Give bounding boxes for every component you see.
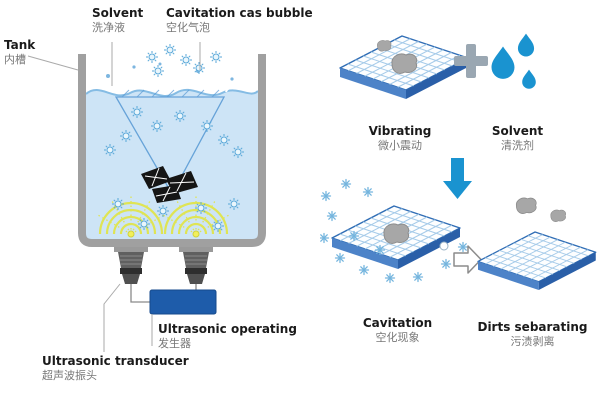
cavitation-label-zh: 空化现象 xyxy=(375,331,420,344)
down-arrow-icon xyxy=(443,158,472,199)
right-arrow-icon xyxy=(453,245,482,274)
solvent-drops-label-en: Solvent xyxy=(491,124,544,138)
parts xyxy=(141,166,198,203)
tank-label-zh: 内槽 xyxy=(4,53,26,66)
leader-line-transducer xyxy=(103,283,121,352)
ultrasonic-operating-label-en: Ultrasonic operating xyxy=(158,322,297,336)
ultrasonic-operating-label: Ultrasonic operating 发生器 xyxy=(158,322,297,351)
ultrasonic-transducer-label-en: Ultrasonic transducer xyxy=(42,354,189,368)
dirt-blob-on-plate xyxy=(383,223,410,244)
parts-basket xyxy=(114,89,226,196)
plus-icon xyxy=(454,44,488,78)
ultrasonic-waves-right xyxy=(162,196,230,238)
cavitation-bubble-label-zh: 空化气泡 xyxy=(166,21,210,34)
dirts-separating-label-zh: 污渍剥离 xyxy=(510,335,555,348)
tank-diagram-graphic xyxy=(27,42,266,352)
solvent-tank-label: Solvent 洗净液 xyxy=(92,6,143,35)
tank-walls xyxy=(78,54,266,247)
dirts-separating-label-en: Dirts sebarating xyxy=(477,320,588,334)
splash-dots xyxy=(106,62,234,81)
cavitation-label: Cavitation 空化现象 xyxy=(330,316,465,345)
vibrating-label-zh: 微小震动 xyxy=(378,139,422,152)
solvent-tank-label-zh: 洗净液 xyxy=(92,21,125,34)
ultrasonic-operating-label-zh: 发生器 xyxy=(158,337,191,350)
ultrasonic-transducer-label: Ultrasonic transducer 超声波振头 xyxy=(42,354,189,383)
leader-lines xyxy=(27,42,201,352)
clean-plate xyxy=(477,231,597,291)
solvent-tank-label-en: Solvent xyxy=(92,6,144,20)
dirts-separating-label: Dirts sebarating 污渍剥离 xyxy=(465,320,600,349)
tank-label: Tank 内槽 xyxy=(4,38,35,67)
vibrating-label: Vibrating 微小震动 xyxy=(335,124,465,153)
cavitation-bubble-label: Cavitation cas bubble 空化气泡 xyxy=(166,6,313,35)
solvent-drops-label: Solvent 清洗剂 xyxy=(455,124,580,153)
tank-label-en: Tank xyxy=(4,38,36,52)
cavitation-label-en: Cavitation xyxy=(362,316,433,330)
cavitation-bubble-label-en: Cavitation cas bubble xyxy=(166,6,313,20)
dirt-blob xyxy=(391,53,418,74)
transducer-left-icon xyxy=(114,247,148,284)
solvent-droplets-icon xyxy=(491,33,536,89)
transducer-right-icon xyxy=(179,247,213,284)
wires xyxy=(130,284,197,303)
process-graphic xyxy=(320,33,597,291)
dirt-blob-small xyxy=(377,40,392,52)
bubble-dot xyxy=(439,241,449,251)
floating-dirt-blobs xyxy=(515,197,566,222)
solvent-drops-label-zh: 清洗剂 xyxy=(501,139,534,152)
ultrasonic-waves-left xyxy=(97,196,165,238)
leader-line-tank xyxy=(27,55,79,71)
generator-box xyxy=(149,289,217,315)
vibrating-label-en: Vibrating xyxy=(368,124,432,138)
ultrasonic-transducer-label-zh: 超声波振头 xyxy=(42,369,97,382)
